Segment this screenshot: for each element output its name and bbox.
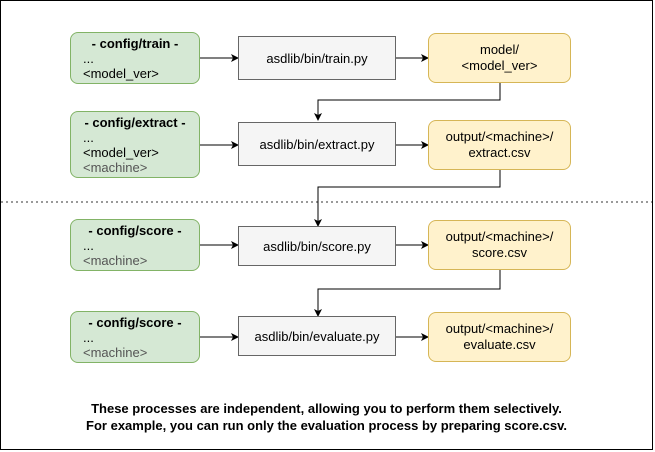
script-label: asdlib/bin/train.py	[266, 50, 368, 66]
output-line: <model_ver>	[461, 58, 538, 73]
script-label: asdlib/bin/extract.py	[259, 136, 375, 152]
output-line: evaluate.csv	[463, 337, 536, 352]
config-line: <machine>	[83, 252, 148, 268]
config-line: ...	[83, 329, 94, 345]
output-box-model: model/ <model_ver>	[428, 33, 571, 83]
arrow-extract-output-to-score	[314, 170, 501, 227]
config-line: ...	[83, 237, 94, 253]
config-line: ...	[83, 129, 94, 145]
config-box-score: - config/score - ... <machine>	[70, 219, 200, 271]
output-box-extract: output/<machine>/ extract.csv	[428, 120, 571, 170]
script-box-train: asdlib/bin/train.py	[238, 36, 396, 80]
config-title: - config/score -	[88, 222, 182, 238]
output-line: output/<machine>/	[445, 229, 554, 244]
output-line: score.csv	[472, 245, 527, 260]
config-box-evaluate: - config/score - ... <machine>	[70, 311, 200, 363]
output-line: extract.csv	[468, 145, 531, 160]
output-line: output/<machine>/	[445, 321, 554, 336]
config-title: - config/extract -	[84, 114, 186, 130]
arrow-model-to-extract	[314, 83, 501, 121]
script-box-extract: asdlib/bin/extract.py	[238, 122, 396, 166]
config-line: <machine>	[83, 344, 148, 360]
config-line: <model_ver>	[83, 65, 159, 81]
arrow-score-output-to-evaluate	[314, 270, 501, 317]
output-box-evaluate: output/<machine>/ evaluate.csv	[428, 312, 571, 362]
script-box-evaluate: asdlib/bin/evaluate.py	[238, 316, 396, 356]
note-line-2: For example, you can run only the evalua…	[86, 418, 567, 433]
output-box-score: output/<machine>/ score.csv	[428, 220, 571, 270]
config-line: ...	[83, 50, 94, 66]
script-label: asdlib/bin/evaluate.py	[254, 328, 380, 344]
config-title: - config/train -	[91, 35, 179, 51]
output-line: model/	[479, 42, 520, 57]
config-line: <model_ver>	[83, 144, 159, 160]
script-label: asdlib/bin/score.py	[263, 238, 371, 254]
config-box-extract: - config/extract - ... <model_ver> <mach…	[70, 111, 200, 178]
config-line: <machine>	[83, 159, 148, 175]
config-title: - config/score -	[88, 314, 182, 330]
script-box-score: asdlib/bin/score.py	[238, 226, 396, 266]
config-box-train: - config/train - ... <model_ver>	[70, 32, 200, 84]
note-line-1: These processes are independent, allowin…	[91, 401, 562, 416]
output-line: output/<machine>/	[445, 129, 554, 144]
